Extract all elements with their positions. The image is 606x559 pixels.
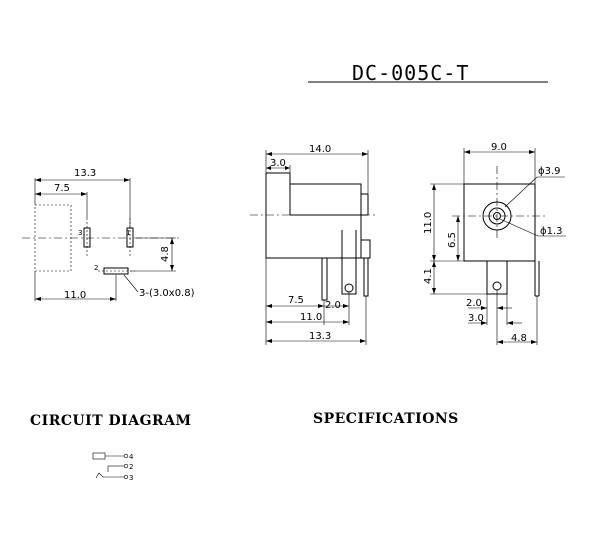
arrow — [35, 178, 41, 182]
side-contact — [360, 239, 371, 259]
footprint-view: 3 1 2 3-(3.0x0.8) 13.3 7.5 11.0 — [22, 168, 195, 301]
dim-2-0-side: 2.0 — [325, 300, 341, 311]
arrow — [318, 304, 324, 308]
dim-3-0-front: 3.0 — [468, 313, 484, 324]
pin-1-label: 1 — [126, 229, 130, 237]
circuit-label-3: 3 — [129, 474, 133, 482]
arrow — [266, 166, 271, 170]
side-view: 14.0 3.0 7.5 2.0 11.0 13.3 — [250, 144, 375, 345]
dia-3-9-leader — [504, 176, 538, 208]
arrow — [481, 306, 487, 310]
arrow — [343, 304, 349, 308]
circuit-label-2: 2 — [129, 463, 133, 471]
dia-1-3-leader — [499, 218, 539, 237]
arrow — [266, 320, 272, 324]
circuit-terminal-4 — [123, 453, 129, 459]
arrow — [432, 184, 436, 190]
side-pin-left — [321, 258, 328, 301]
dim-7-5-side: 7.5 — [288, 295, 304, 306]
dim-13-3: 13.3 — [74, 168, 96, 179]
dim-11-0-side: 11.0 — [300, 312, 322, 323]
dim-9-0: 9.0 — [491, 142, 507, 153]
dim-2-0-front: 2.0 — [466, 298, 482, 309]
arrow — [456, 216, 460, 222]
side-pin-hole — [344, 283, 354, 293]
arrow — [266, 304, 272, 308]
arrow — [285, 166, 290, 170]
arrow — [362, 152, 368, 156]
arrow — [456, 255, 460, 261]
dim-11-0: 11.0 — [64, 290, 86, 301]
arrow — [170, 238, 174, 244]
dim-dia-3-9: ϕ3.9 — [538, 166, 561, 177]
front-pin-hole — [492, 281, 502, 291]
side-pin-right — [363, 258, 369, 297]
arrow — [507, 321, 513, 325]
circuit-terminal-3 — [123, 474, 129, 480]
arrow — [481, 321, 487, 325]
arrow — [170, 265, 174, 271]
arrow — [531, 340, 537, 344]
arrow — [360, 339, 366, 343]
dim-13-3-side: 13.3 — [309, 331, 331, 342]
part-number-title: DC-005C-T — [352, 61, 469, 85]
pin-2-label: 2 — [94, 264, 98, 272]
pin-3-label: 3 — [78, 229, 82, 237]
dim-11-0-front: 11.0 — [423, 212, 434, 234]
circuit-terminal-2 — [123, 463, 129, 469]
dim-dia-1-3: ϕ1.3 — [540, 226, 563, 237]
arrow — [432, 261, 436, 267]
arrow — [497, 306, 503, 310]
pin-note: 3-(3.0x0.8) — [139, 288, 195, 299]
dim-3-0: 3.0 — [270, 158, 286, 169]
pin-note-leader — [123, 274, 139, 293]
arrow — [464, 150, 470, 154]
specifications-heading: SPECIFICATIONS — [313, 411, 459, 427]
dim-6-5: 6.5 — [447, 232, 458, 248]
arrow — [432, 288, 436, 294]
front-view: 9.0 ϕ3.9 ϕ1.3 11.0 6.5 4.1 — [423, 142, 566, 345]
arrow — [81, 192, 87, 196]
circuit-wire-3 — [95, 472, 124, 479]
arrow — [35, 297, 41, 301]
front-pin-center — [486, 260, 508, 295]
circuit-plug — [92, 452, 106, 460]
front-body — [463, 183, 536, 262]
arrow — [343, 320, 349, 324]
arrow — [124, 178, 130, 182]
arrow — [432, 255, 436, 261]
dim-4-1: 4.1 — [423, 268, 434, 284]
circuit-symbol: 4 2 3 — [92, 452, 134, 482]
arrow — [35, 192, 41, 196]
arrow — [529, 150, 535, 154]
arrow — [266, 152, 272, 156]
arrow — [497, 340, 503, 344]
arrow — [266, 339, 272, 343]
arrow — [110, 297, 116, 301]
dim-14-0: 14.0 — [309, 144, 331, 155]
dim-4-8: 4.8 — [160, 246, 171, 262]
dim-4-8-front: 4.8 — [511, 333, 527, 344]
dim-7-5: 7.5 — [54, 183, 70, 194]
circuit-diagram-heading: CIRCUIT DIAGRAM — [30, 413, 192, 429]
circuit-label-4: 4 — [129, 453, 134, 461]
